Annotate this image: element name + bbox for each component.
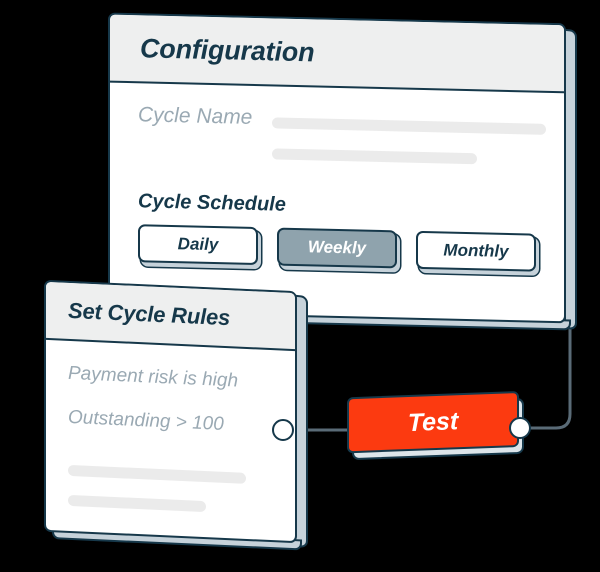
- config-card-header: Configuration: [110, 14, 564, 94]
- schedule-option-monthly-label: Monthly: [443, 240, 509, 261]
- input-port[interactable]: [272, 419, 294, 441]
- config-card-surface: Configuration Cycle Name Cycle Schedule …: [108, 12, 566, 324]
- set-cycle-rules-card[interactable]: Set Cycle Rules Payment risk is high Out…: [44, 279, 319, 554]
- rules-card-title: Set Cycle Rules: [68, 297, 231, 331]
- config-card-title: Configuration: [140, 32, 315, 67]
- rule-placeholder-row-2[interactable]: [68, 494, 206, 513]
- cycle-name-secondary-field[interactable]: [272, 148, 477, 165]
- schedule-option-weekly-label: Weekly: [307, 237, 367, 258]
- cycle-name-label: Cycle Name: [138, 103, 253, 129]
- rules-card-surface: Set Cycle Rules Payment risk is high Out…: [44, 279, 297, 544]
- cycle-name-row: Cycle Name: [138, 103, 252, 130]
- rules-card-header: Set Cycle Rules: [46, 281, 295, 352]
- cycle-schedule-label: Cycle Schedule: [138, 190, 286, 216]
- schedule-option-daily-label: Daily: [177, 234, 219, 255]
- schedule-option-daily[interactable]: Daily: [138, 224, 258, 266]
- rule-placeholder-row-1[interactable]: [68, 464, 246, 484]
- test-node[interactable]: Test: [347, 390, 527, 468]
- schedule-option-monthly[interactable]: Monthly: [416, 230, 536, 272]
- rule-item-outstanding[interactable]: Outstanding > 100: [68, 406, 224, 435]
- test-button-label: Test: [407, 406, 459, 437]
- schedule-option-weekly[interactable]: Weekly: [277, 227, 397, 269]
- output-port[interactable]: [509, 417, 531, 439]
- configuration-card[interactable]: Configuration Cycle Name Cycle Schedule …: [108, 12, 577, 331]
- rule-item-payment-risk[interactable]: Payment risk is high: [68, 362, 239, 392]
- test-button[interactable]: Test: [347, 390, 519, 454]
- cycle-name-input[interactable]: [272, 117, 546, 135]
